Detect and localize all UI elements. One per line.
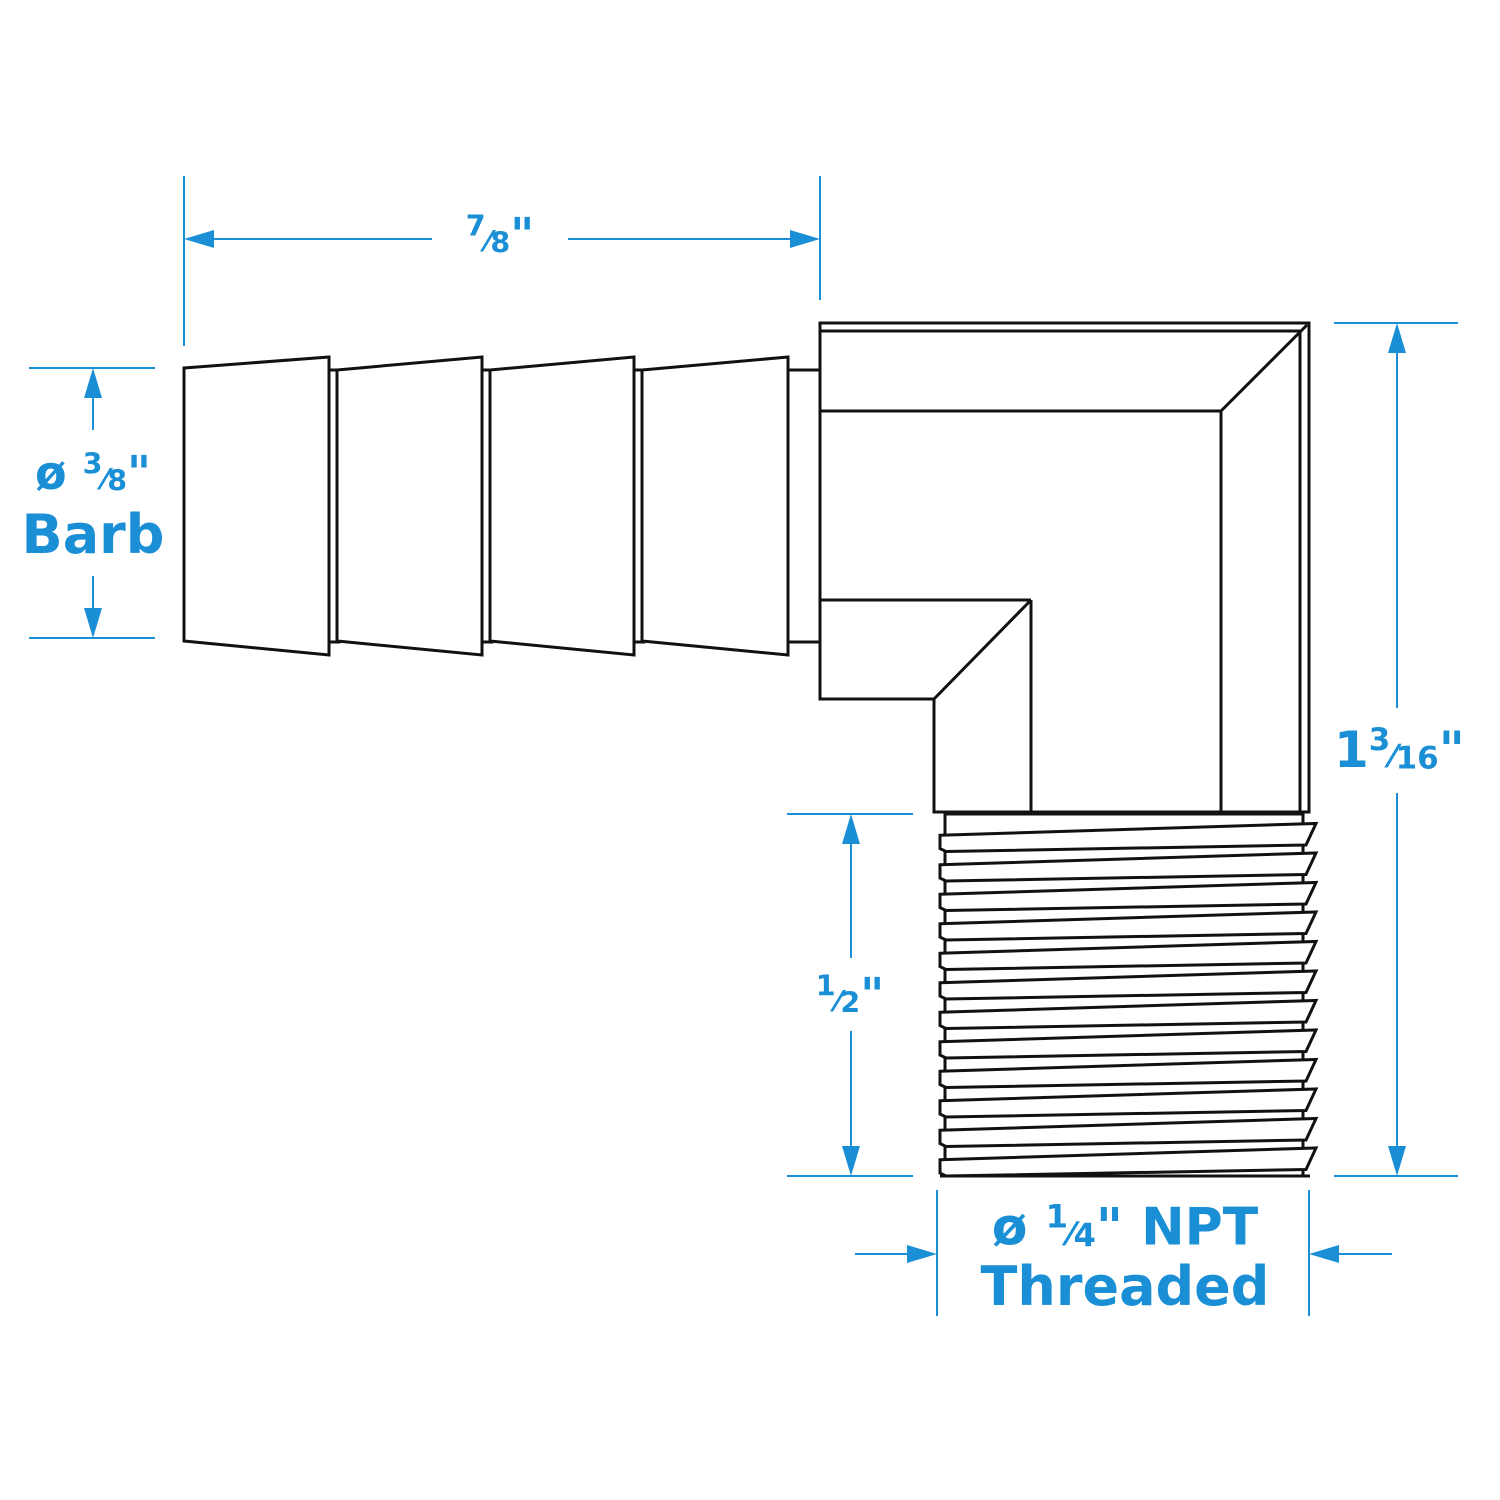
label-barb-caption: Barb — [21, 503, 165, 566]
dimension-barb-length — [183, 176, 821, 346]
npt-thread — [938, 812, 1319, 1178]
barb-ridge-4 — [640, 355, 790, 657]
barb-ridge-2 — [335, 355, 484, 657]
barb-ridge-1 — [182, 355, 331, 657]
label-overall-height: 13⁄16" — [1334, 721, 1465, 780]
label-thread-length: 1⁄2" — [815, 968, 885, 1022]
barb-ridge-3 — [488, 355, 636, 657]
label-thread-diameter: ø 1⁄4" NPT — [991, 1197, 1259, 1258]
hose-barb — [182, 355, 822, 657]
elbow-body — [818, 321, 1311, 814]
label-barb-diameter: ø 3⁄8" — [34, 446, 152, 500]
dimension-barb-diameter — [29, 367, 155, 639]
barb-neck — [786, 368, 822, 644]
label-barb-length: 7⁄8" — [465, 208, 535, 262]
dimension-thread-length — [787, 813, 913, 1177]
dimension-overall-height — [1334, 322, 1458, 1177]
dimension-thread-diameter — [855, 1190, 1392, 1316]
label-thread-caption: Threaded — [980, 1255, 1270, 1318]
